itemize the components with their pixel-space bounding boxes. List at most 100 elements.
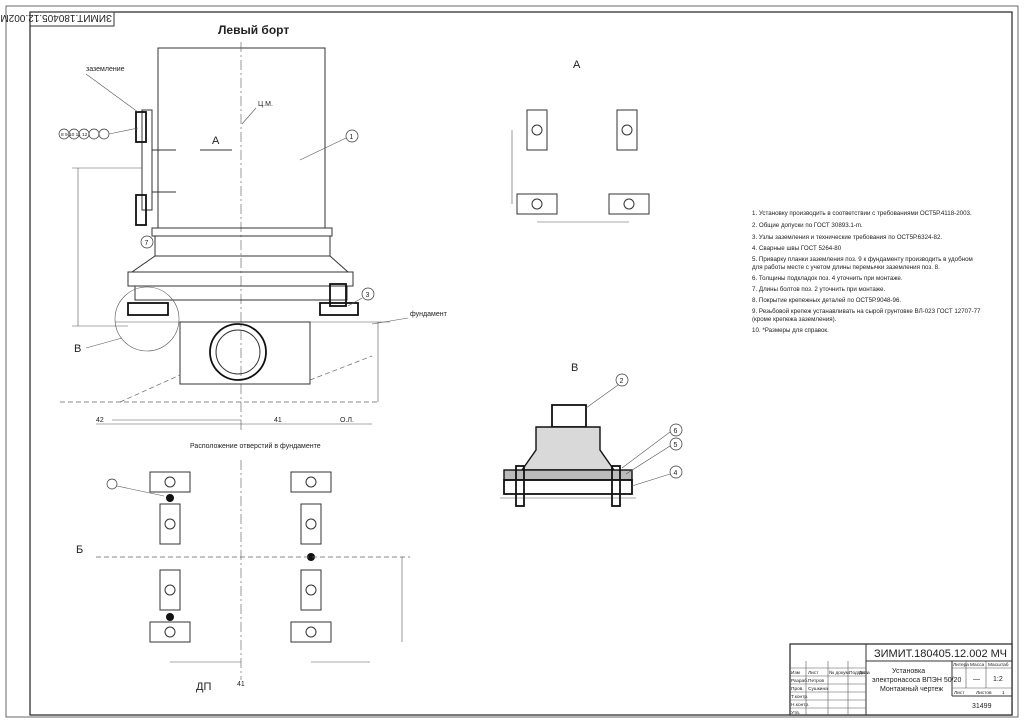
title-role-sign: Подпись	[849, 670, 868, 676]
technical-notes: 1. Установку производить в соответствии …	[752, 210, 981, 334]
title-number: 31499	[972, 703, 992, 710]
note-3: 3. Узлы заземления и технические требова…	[752, 234, 942, 241]
deck-dashed-left	[119, 374, 181, 403]
base-lower	[134, 285, 348, 301]
title-name-1: Установка	[892, 668, 925, 675]
grounding-label: заземление	[86, 66, 125, 73]
view-a-title: A	[573, 59, 581, 71]
view-v-title: B	[571, 362, 578, 374]
plan-pad	[290, 621, 332, 643]
hole-layout-plan: Расположение отверстий в фундаменте Б ДП…	[76, 442, 410, 693]
title-person-role: Т.контр.	[791, 694, 808, 700]
view-a-pad-bl	[516, 193, 558, 215]
title-scale-value: 1:2	[993, 676, 1003, 683]
title-person-role: Утв.	[791, 710, 800, 716]
title-person-role: Разраб.	[791, 678, 808, 684]
title-role-list: Лист	[808, 670, 819, 676]
frame-mark-42: 42	[96, 417, 104, 424]
plan-pad	[290, 471, 332, 493]
rubber-mount	[520, 426, 616, 471]
title-person-role: Пров.	[791, 686, 804, 692]
title-mass-value: —	[973, 676, 980, 683]
callout-4: 4	[674, 470, 678, 477]
callout-5: 5	[674, 442, 678, 449]
detail-v-leader	[85, 337, 123, 349]
grounding-dot	[307, 553, 315, 561]
title-doc-code: ЗИМИТ.180405.12.002 МЧ	[874, 648, 1007, 660]
view-a-pad-tl	[526, 109, 548, 151]
frame-mark-dp: ДП	[196, 681, 211, 693]
plan-pad	[300, 503, 322, 545]
plan-pad	[159, 569, 181, 611]
title-name-2: электронасоса ВПЭН 50/20	[872, 677, 961, 684]
left-foot	[127, 302, 169, 316]
rotated-stamp: ЗИМИТ.180405.12.002МЧ	[0, 11, 115, 27]
note-6: 6. Толщины подкладок поз. 4 уточнить при…	[752, 275, 903, 282]
note-10: 10. *Размеры для справок.	[752, 327, 829, 334]
stud-left	[515, 465, 525, 507]
title-role-izm: Изм	[791, 670, 800, 676]
title-block: ЗИМИТ.180405.12.002 МЧ Установка электро…	[789, 643, 1013, 716]
note-9b: (кроме крепежа заземления).	[752, 316, 837, 323]
view-a: A	[511, 59, 650, 223]
frame-mark-41: 41	[274, 417, 282, 424]
title-lit-header: Литера	[953, 662, 969, 668]
plan-pad	[149, 471, 191, 493]
outlet-pipe-outer	[209, 323, 267, 381]
title-person-name: Петров	[808, 678, 824, 684]
grounding-lug-bottom	[135, 194, 147, 226]
view-v-detail: B 2 6 5 4	[500, 362, 683, 507]
title-person-role: Н.контр.	[791, 702, 809, 708]
title-role-date: Дата	[859, 670, 870, 676]
frame-mark-ol: О.Л.	[340, 417, 354, 424]
note-8: 8. Покрытие крепежных деталей по ОСТ5Р.9…	[752, 297, 901, 304]
foundation-plate	[503, 479, 633, 495]
view-a-pad-tr	[616, 109, 638, 151]
outer-border	[5, 5, 1019, 718]
callout-3: 3	[366, 292, 370, 299]
main-elevation-view: Левый борт заземление Ц.М.	[58, 23, 448, 430]
side-title: Левый борт	[218, 23, 289, 37]
grounding-dot	[166, 494, 174, 502]
note-7: 7. Длины болтов поз. 2 уточнить при монт…	[752, 286, 885, 293]
outlet-pipe-inner	[215, 329, 261, 375]
grounding-leader	[85, 73, 139, 113]
frame-mark-41b: 41	[237, 681, 245, 688]
title-sheet-label: Лист	[954, 690, 965, 696]
grounding-bracket	[141, 109, 153, 211]
view-a-arrow-label: A	[212, 135, 220, 147]
note-5b: для работы месте с учетом длины перемычк…	[752, 264, 940, 271]
callout-3-leader	[347, 297, 363, 307]
note-9: 9. Резьбовой крепеж устанавливать на сыр…	[752, 308, 981, 315]
foundation-label: фундамент	[410, 311, 448, 318]
title-mass-header: Масса	[970, 662, 985, 668]
rotated-stamp-text: ЗИМИТ.180405.12.002МЧ	[0, 12, 112, 23]
view-a-pad-br	[608, 193, 650, 215]
title-sheets-value: 1	[1002, 690, 1005, 696]
section-b-label: Б	[76, 544, 83, 556]
callout-1: 1	[350, 134, 354, 141]
right-bolt-stack	[329, 283, 347, 307]
callout-2: 2	[620, 378, 624, 385]
grounding-dot	[166, 613, 174, 621]
plan-pad	[149, 621, 191, 643]
plan-pad	[300, 569, 322, 611]
note-4: 4. Сварные швы ГОСТ 5264-80	[752, 245, 842, 252]
inner-frame	[29, 11, 1013, 716]
plan-pad	[159, 503, 181, 545]
detail-v-circle	[114, 286, 180, 352]
detail-v-label: B	[74, 343, 81, 355]
note-5: 5. Приварку планки заземления поз. 9 к ф…	[752, 256, 973, 263]
title-sheets-label: Листов	[976, 690, 992, 696]
grounding-lug-top	[135, 111, 147, 143]
title-name-3: Монтажный чертеж	[880, 685, 943, 693]
title-person-name: Сушкина	[808, 686, 828, 692]
title-role-doc: № докум.	[829, 670, 850, 676]
holes-title: Расположение отверстий в фундаменте	[190, 442, 321, 450]
deck-dashed-right	[309, 355, 373, 381]
stud-right	[611, 465, 621, 507]
title-scale-header: Масштаб	[988, 662, 1009, 668]
note-1: 1. Установку производить в соответствии …	[752, 210, 972, 217]
callout-6: 6	[674, 428, 678, 435]
